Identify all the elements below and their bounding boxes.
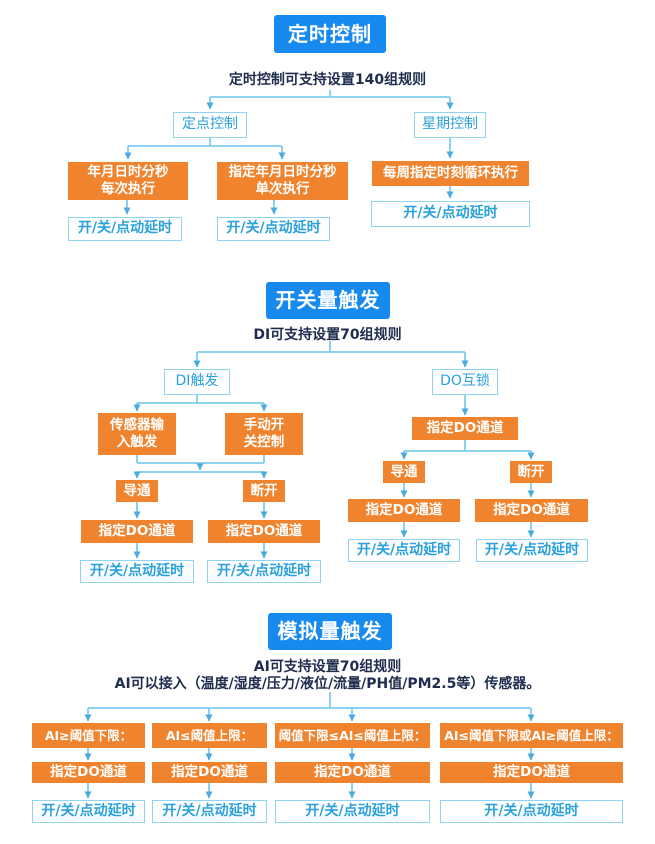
box-do-channel: 指定DO通道 (348, 499, 460, 522)
box-single-exec: 指定年月日时分秒 单次执行 (217, 162, 348, 200)
timing-section-title: 定时控制 (274, 15, 386, 53)
box-off-state: 断开 (510, 461, 552, 483)
box-delay-option: 开/关/点动延时 (207, 560, 321, 583)
box-do-channel: 指定DO通道 (152, 762, 267, 783)
box-delay-option: 开/关/点动延时 (80, 560, 194, 583)
timing-subtitle: 定时控制可支持设置140组规则 (228, 72, 427, 88)
box-delay-option: 开/关/点动延时 (348, 539, 460, 562)
box-on-state: 导通 (383, 461, 425, 483)
box-do-channel: 指定DO通道 (81, 520, 193, 543)
box-do-channel: 指定DO通道 (275, 762, 430, 783)
box-do-channel: 指定DO通道 (208, 520, 320, 543)
node-weekly-control: 星期控制 (414, 112, 486, 138)
box-weekly-exec: 每周指定时刻循环执行 (372, 161, 529, 186)
box-condition-ai-above-lower: AI≥阈值下限： (32, 723, 145, 748)
box-condition-ai-below-upper: AI≤阈值上限： (152, 723, 267, 748)
box-manual-switch-control: 手动开 关控制 (225, 413, 303, 455)
analog-subtitle-line2: AI可以接入（温度/湿度/压力/液位/流量/PH值/PM2.5等）传感器。 (114, 676, 541, 692)
box-do-channel: 指定DO通道 (412, 417, 518, 440)
box-on-state: 导通 (116, 480, 158, 502)
node-do-interlock: DO互锁 (432, 369, 498, 395)
analog-section-title: 模拟量触发 (268, 613, 392, 650)
box-delay-option: 开/关/点动延时 (275, 800, 430, 823)
switch-section-title: 开关量触发 (266, 282, 390, 319)
box-condition-ai-out-of-range: AI≤阈值下限或AI≥阈值上限： (440, 723, 623, 748)
switch-subtitle: DI可支持设置70组规则 (253, 327, 402, 343)
box-do-channel: 指定DO通道 (475, 499, 588, 522)
box-delay-option: 开/关/点动延时 (68, 217, 182, 241)
box-delay-option: 开/关/点动延时 (440, 800, 623, 823)
analog-subtitle-line1: AI可支持设置70组规则 (253, 659, 402, 675)
box-do-channel: 指定DO通道 (440, 762, 623, 783)
box-do-channel: 指定DO通道 (32, 762, 145, 783)
box-sensor-input-trigger: 传感器输 入触发 (98, 413, 176, 455)
box-delay-option: 开/关/点动延时 (152, 800, 267, 823)
node-di-trigger: DI触发 (164, 369, 230, 395)
box-condition-ai-in-range: 阈值下限≤AI≤阈值上限： (275, 723, 430, 748)
node-fixed-point-control: 定点控制 (173, 112, 247, 138)
box-every-exec: 年月日时分秒 每次执行 (68, 162, 188, 200)
box-delay-option: 开/关/点动延时 (217, 217, 330, 241)
box-off-state: 断开 (243, 480, 285, 502)
box-delay-option: 开/关/点动延时 (32, 800, 145, 823)
box-delay-option: 开/关/点动延时 (371, 201, 530, 227)
box-delay-option: 开/关/点动延时 (476, 539, 588, 562)
